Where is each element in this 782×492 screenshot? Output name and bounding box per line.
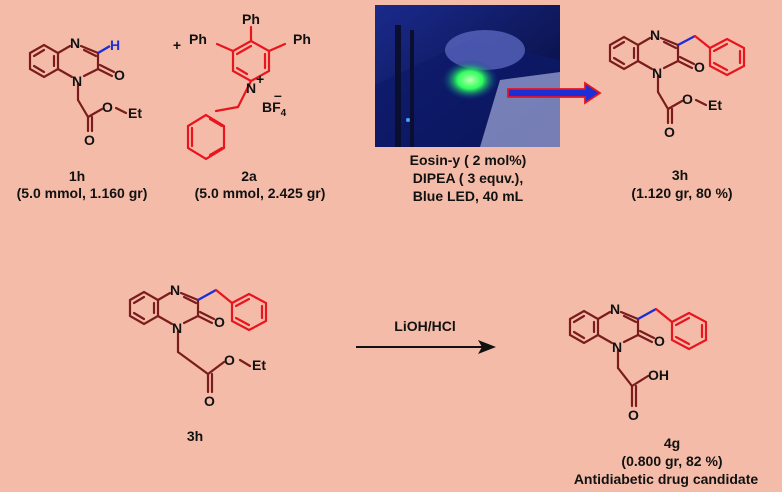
- benzyl-ring-3h-bottom: [214, 288, 268, 332]
- label-2a: 2a: [241, 168, 257, 184]
- atom-n-plus: N: [246, 80, 256, 96]
- atom-o-3h-top: O: [694, 59, 705, 75]
- amount-1h: (5.0 mmol, 1.160 gr): [17, 185, 148, 201]
- atom-n2-3h-top: N: [652, 65, 662, 81]
- group-ph-left: Ph: [189, 31, 207, 47]
- charge-plus: +: [256, 71, 264, 87]
- compound-2a: [186, 25, 287, 161]
- atom-n1-3h-bottom: N: [170, 282, 180, 298]
- label-1h: 1h: [69, 168, 85, 184]
- new-bond-3h-bottom: [197, 288, 217, 302]
- amount-3h-top: (1.120 gr, 80 %): [631, 185, 732, 201]
- group-et: Et: [128, 105, 142, 121]
- atom-h: H: [110, 37, 120, 53]
- photoreactor-photo: [375, 5, 560, 147]
- benzyl-ring-4g: [654, 307, 708, 351]
- group-et-3h-bottom: Et: [252, 357, 266, 373]
- atom-o-carbonyl-3h-bottom: O: [204, 393, 215, 409]
- condition-line-1: Eosin-y ( 2 mol%): [410, 152, 527, 168]
- atom-o-ester-3h-top: O: [682, 91, 693, 107]
- label-3h-top: 3h: [672, 167, 688, 183]
- reaction-arrow-step2: [356, 340, 496, 354]
- compound-3h-top: [608, 35, 708, 125]
- new-bond-4g: [637, 307, 657, 321]
- atom-o-acid-4g: O: [628, 407, 639, 423]
- compound-1h: [28, 43, 128, 133]
- plus-sign: +: [173, 37, 181, 53]
- atom-o-ester: O: [102, 99, 113, 115]
- reagent-lioh-hcl: LiOH/HCl: [394, 318, 455, 334]
- atom-n2-4g: N: [612, 339, 622, 355]
- atom-n1-3h-top: N: [650, 27, 660, 43]
- amount-2a: (5.0 mmol, 2.425 gr): [195, 185, 326, 201]
- compound-4g: [568, 309, 656, 408]
- group-oh-4g: OH: [648, 367, 669, 383]
- label-3h-bottom: 3h: [187, 428, 203, 444]
- new-bond-3h-top: [677, 34, 696, 47]
- atom-o-carbonyl: O: [114, 67, 125, 83]
- atom-n2-3h-bottom: N: [172, 320, 182, 336]
- reaction-arrow-step1: [507, 81, 602, 105]
- atom-n2: N: [72, 73, 82, 89]
- atom-n1: N: [70, 35, 80, 51]
- condition-line-2: DIPEA ( 3 equv.),: [413, 170, 523, 186]
- atom-o-ester-3h-bottom: O: [224, 352, 235, 368]
- c-h-bond-blue: [97, 44, 111, 55]
- amount-4g: (0.800 gr, 82 %): [621, 453, 722, 469]
- group-et-3h-top: Et: [708, 97, 722, 113]
- label-4g: 4g: [664, 435, 680, 451]
- atom-o-4g: O: [654, 333, 665, 349]
- group-ph-right: Ph: [293, 31, 311, 47]
- atom-n1-4g: N: [610, 301, 620, 317]
- counterion-bf4: BF4: [262, 99, 287, 119]
- note-4g: Antidiabetic drug candidate: [574, 471, 759, 487]
- atom-o-ester-carbonyl: O: [84, 132, 95, 148]
- group-ph-top: Ph: [242, 11, 260, 27]
- charge-minus: –: [274, 87, 282, 103]
- atom-o-3h-bottom: O: [214, 314, 225, 330]
- benzyl-ring-3h-top: [693, 34, 746, 77]
- condition-line-3: Blue LED, 40 mL: [413, 188, 524, 204]
- compound-3h-bottom: [128, 290, 252, 394]
- atom-o-carbonyl-3h-top: O: [664, 124, 675, 140]
